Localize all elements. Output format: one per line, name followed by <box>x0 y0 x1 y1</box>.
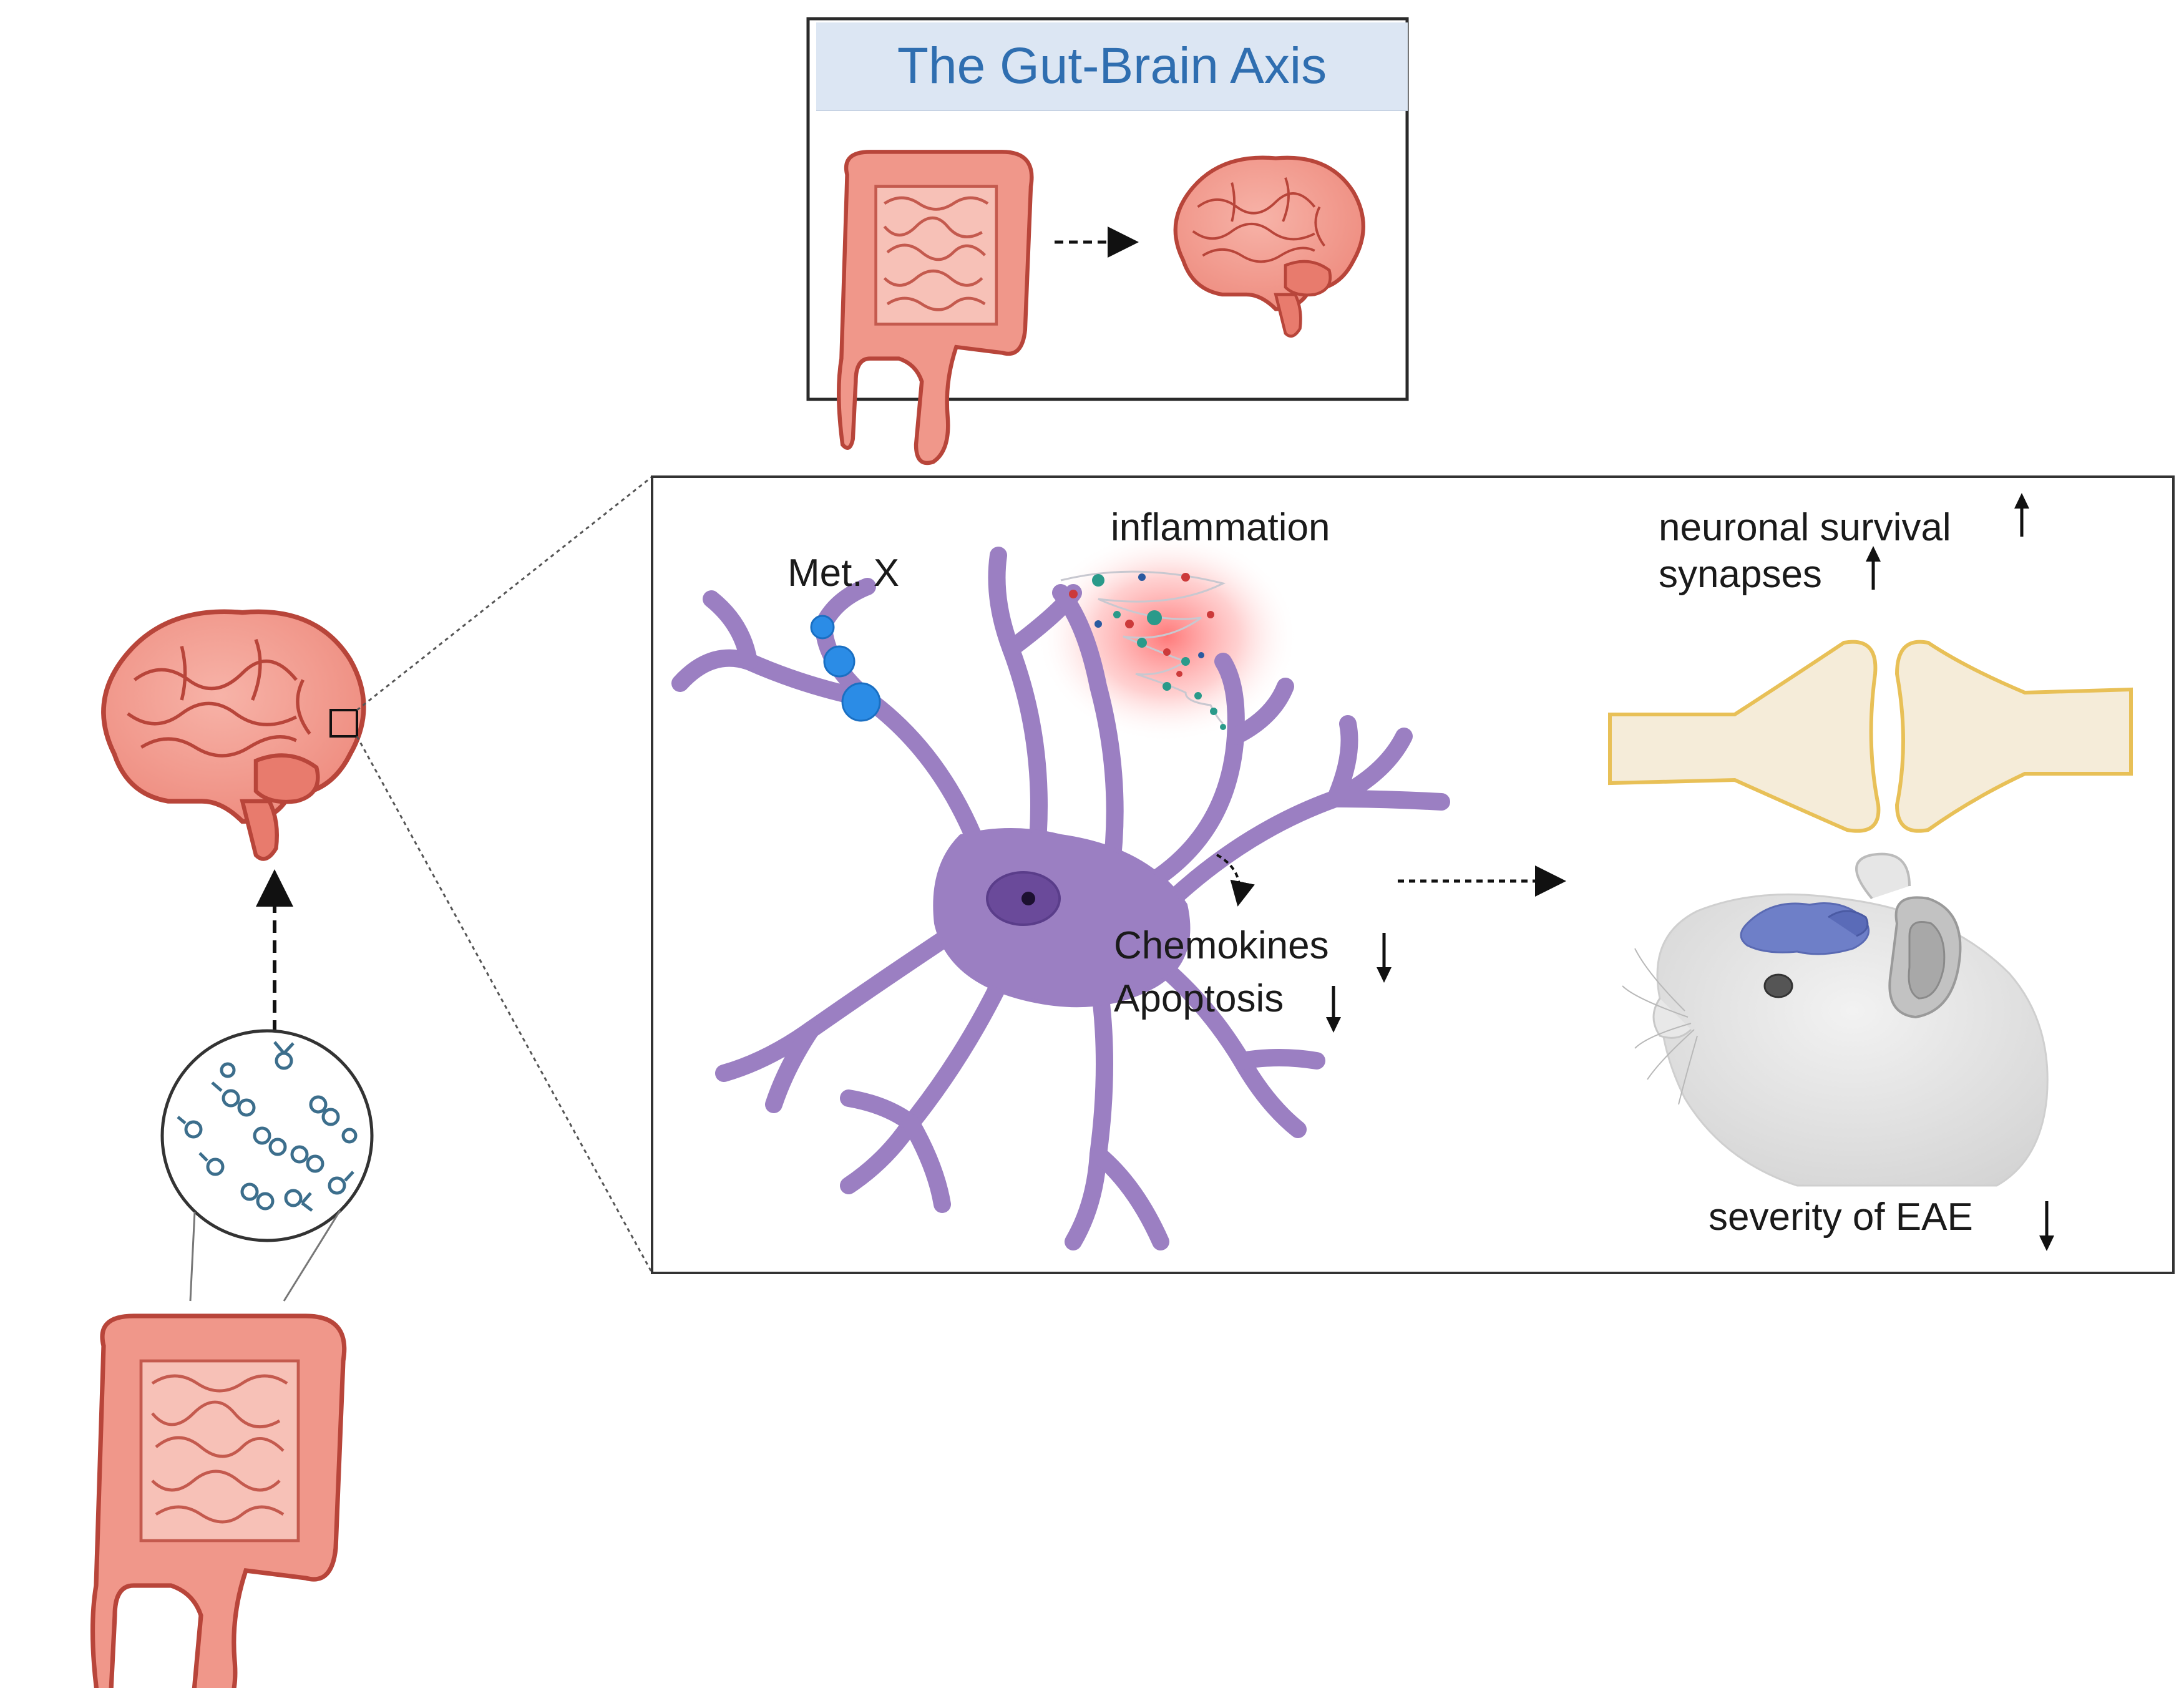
eae-severity-label: severity of EAE <box>1709 1196 1973 1239</box>
apoptosis-label: Apoptosis <box>1114 977 1284 1020</box>
neuronal-survival-up-indicator <box>2014 493 2029 537</box>
apoptosis-down-indicator <box>1326 986 1341 1033</box>
inflammation-label: inflammation <box>1111 506 1330 549</box>
synapses-label: synapses <box>1659 553 1822 596</box>
gut-icon <box>837 150 1034 465</box>
brain-icon <box>101 609 366 861</box>
synapses-up-indicator <box>1866 546 1881 590</box>
chemokine-release-arrow <box>1216 854 1255 907</box>
brain-icon <box>1173 155 1365 338</box>
zoom-line-bottom <box>356 736 653 1274</box>
synapse-icon <box>1608 640 2133 833</box>
zoom-region-marker <box>329 709 358 738</box>
chemokines-label: Chemokines <box>1114 924 1329 967</box>
chemokines-down-indicator <box>1377 933 1392 983</box>
title-band <box>816 22 1408 111</box>
metabolite-label: Met. X <box>787 552 900 595</box>
neuronal-survival-label: neuronal survival <box>1659 506 1951 549</box>
inflammation-particles-icon <box>1060 570 1226 730</box>
gut-icon <box>90 1313 347 1691</box>
eae-severity-down-indicator <box>2039 1201 2054 1251</box>
zoom-line-top <box>356 475 653 711</box>
page-title: The Gut-Brain Axis <box>897 37 1327 94</box>
microbiota-icon <box>160 1029 374 1302</box>
mouse-icon <box>1622 852 2049 1187</box>
metabolite-icon <box>810 615 881 722</box>
